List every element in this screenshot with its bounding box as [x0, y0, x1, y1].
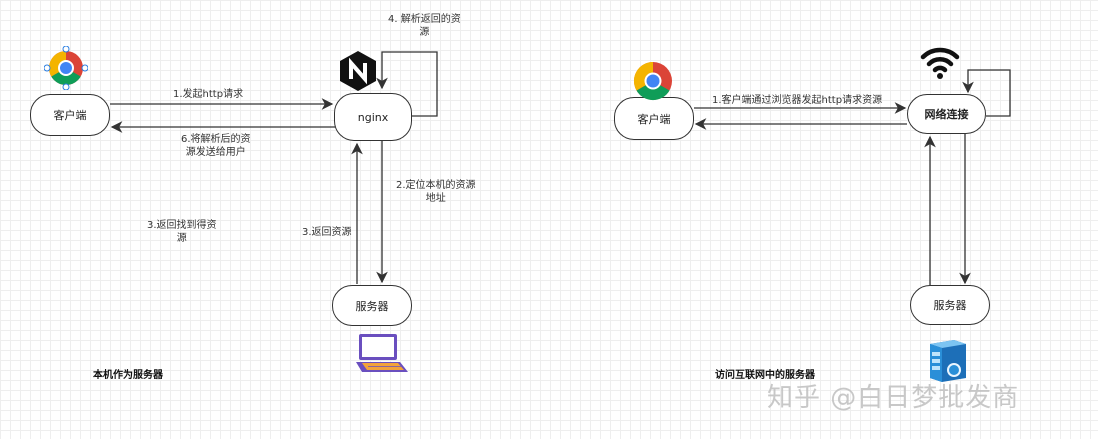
wifi-icon [920, 44, 960, 80]
right-client-label: 客户端 [637, 112, 671, 126]
right-caption: 访问互联网中的服务器 [715, 370, 815, 381]
left-server-label: 服务器 [355, 299, 389, 313]
server-rack-icon [924, 338, 970, 382]
edge-request-label: 1.发起http请求 [173, 89, 244, 100]
right-server-label: 服务器 [933, 299, 967, 312]
chrome-icon-right [632, 60, 674, 102]
edge-parse-label: 4. 解析返回的资 源 [388, 14, 461, 38]
left-client-node[interactable]: 客户端 [30, 94, 110, 136]
right-edge-request-label: 1.客户端通过浏览器发起http请求资源 [712, 95, 883, 106]
right-edge-self-loop [962, 69, 1011, 117]
nginx-node[interactable]: nginx [334, 93, 412, 141]
network-node[interactable]: 网络连接 [907, 94, 986, 134]
chrome-icon [43, 45, 89, 91]
laptop-icon [354, 332, 410, 376]
nginx-label: nginx [357, 110, 389, 124]
nginx-icon [338, 50, 378, 92]
watermark: 知乎 @白日梦批发商 [767, 383, 1020, 413]
left-caption: 本机作为服务器 [93, 370, 163, 381]
edge-return-label: 3.返回资源 [302, 227, 352, 238]
left-client-label: 客户端 [53, 109, 87, 122]
right-client-node[interactable]: 客户端 [614, 97, 694, 140]
right-server-node[interactable]: 服务器 [910, 285, 990, 325]
edge-return-found-label: 3.返回找到得资 源 [147, 220, 217, 244]
edge-parse-loop [376, 51, 438, 117]
network-label: 网络连接 [924, 108, 969, 121]
edge-locate-label: 2.定位本机的资源 地址 [396, 180, 476, 204]
edge-send-label: 6.将解析后的资 源发送给用户 [181, 134, 251, 158]
left-server-node[interactable]: 服务器 [332, 285, 412, 326]
